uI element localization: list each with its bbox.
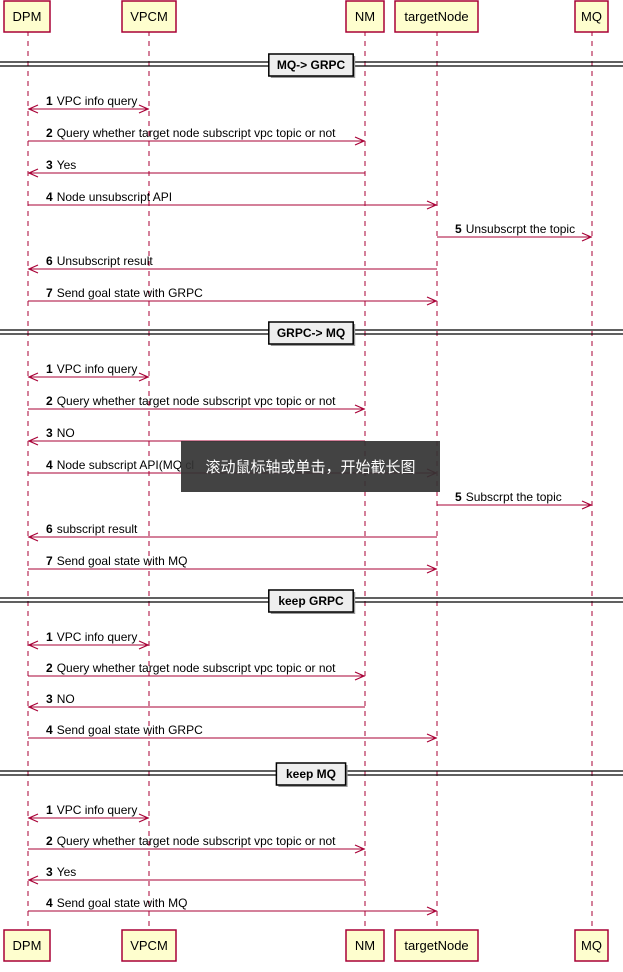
participant-NM-bottom: NM	[345, 929, 385, 962]
group-divider: keep GRPC	[0, 589, 623, 614]
participant-label: NM	[355, 9, 375, 24]
group-title: keep GRPC	[278, 594, 344, 608]
participant-NM-top: NM	[345, 0, 385, 33]
participant-label: VPCM	[130, 9, 168, 24]
participant-DPM-bottom: DPM	[3, 929, 51, 962]
participant-label: VPCM	[130, 938, 168, 953]
group-divider: GRPC-> MQ	[0, 321, 623, 346]
participant-label: DPM	[13, 938, 42, 953]
participant-targetNode-top: targetNode	[394, 0, 479, 33]
participant-label: targetNode	[404, 9, 468, 24]
participant-DPM-top: DPM	[3, 0, 51, 33]
participant-MQ-top: MQ	[574, 0, 609, 33]
participant-label: NM	[355, 938, 375, 953]
participant-label: MQ	[581, 938, 602, 953]
screenshot-hint-overlay[interactable]: 滚动鼠标轴或单击，开始截长图	[181, 441, 440, 492]
participant-VPCM-top: VPCM	[121, 0, 177, 33]
group-title: GRPC-> MQ	[277, 326, 345, 340]
participant-label: DPM	[13, 9, 42, 24]
group-title: keep MQ	[286, 767, 336, 781]
participant-MQ-bottom: MQ	[574, 929, 609, 962]
group-dividers: MQ-> GRPC GRPC-> MQ keep GRPC keep MQ	[0, 53, 623, 787]
group-divider: MQ-> GRPC	[0, 53, 623, 78]
participant-label: MQ	[581, 9, 602, 24]
participants: DPMDPMVPCMVPCMNMNMtargetNodetargetNodeMQ…	[3, 0, 609, 962]
group-title: MQ-> GRPC	[277, 58, 346, 72]
participant-label: targetNode	[404, 938, 468, 953]
participant-VPCM-bottom: VPCM	[121, 929, 177, 962]
group-divider: keep MQ	[0, 762, 623, 787]
participant-targetNode-bottom: targetNode	[394, 929, 479, 962]
